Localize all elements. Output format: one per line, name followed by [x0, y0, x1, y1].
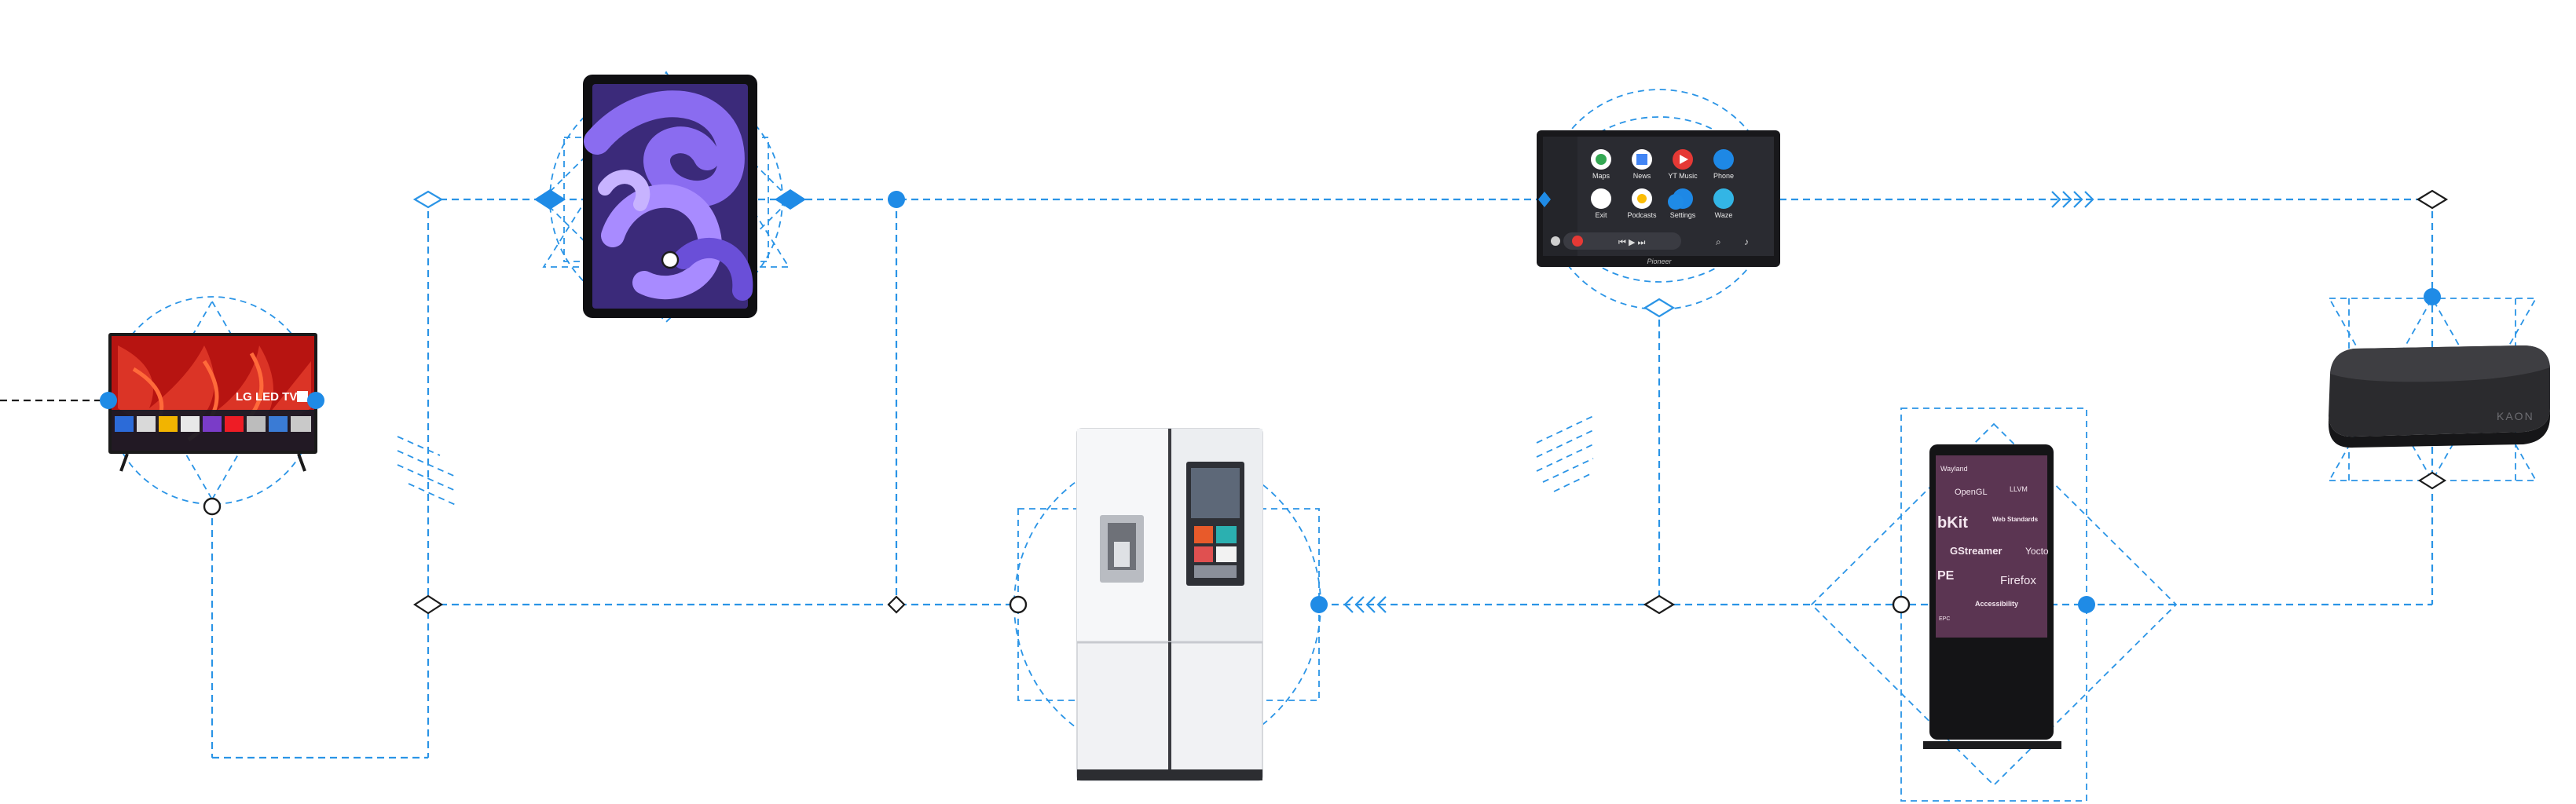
car-app-label-5: Podcasts: [1627, 211, 1657, 219]
kiosk-word-0: Wayland: [1940, 465, 1968, 473]
flow-arrows: [1343, 191, 2094, 613]
tv-device[interactable]: LG LED TV: [100, 296, 324, 516]
car-port-bottom[interactable]: [1643, 298, 1676, 318]
car-app-label-2: YT Music: [1668, 172, 1698, 180]
kiosk-screen: [1936, 455, 2047, 638]
car-control-bar: ⏮ ▶ ⏭ ⌕ ♪: [1551, 232, 1749, 250]
car-app-label-1: News: [1633, 172, 1651, 180]
junction-diamond-top-left[interactable]: [412, 190, 444, 209]
stb-port-bottom[interactable]: [2417, 471, 2447, 490]
kiosk-port-right[interactable]: [2078, 596, 2095, 613]
flow-arrows-left: [1343, 596, 1387, 613]
svg-text:♪: ♪: [1744, 236, 1749, 247]
car-app-grid: [1591, 149, 1734, 209]
tablet-port-right[interactable]: [775, 189, 806, 210]
kiosk-port-left[interactable]: [1892, 595, 1911, 614]
refrigerator-device[interactable]: [1009, 428, 1328, 781]
kiosk-device[interactable]: Wayland OpenGL LLVM bKit Web Standards G…: [1810, 407, 2178, 802]
kiosk-word-3: bKit: [1937, 514, 1968, 532]
car-port-left[interactable]: [1538, 192, 1551, 207]
car-brand: Pioneer: [1647, 258, 1672, 265]
fridge-port-right[interactable]: [1310, 596, 1328, 613]
kiosk-word-8: Firefox: [2000, 574, 2036, 587]
kiosk-word-9: Accessibility: [1975, 600, 2018, 608]
tablet-port-left[interactable]: [534, 189, 566, 210]
kiosk-word-1: OpenGL: [1955, 488, 1988, 497]
kiosk-word-4: Web Standards: [1992, 516, 2039, 523]
junction-diamond-bottom-right[interactable]: [1643, 594, 1676, 615]
tv-port-bottom[interactable]: [203, 497, 222, 516]
svg-text:⏮ ▶ ⏭: ⏮ ▶ ⏭: [1618, 238, 1645, 247]
kiosk-word-10: EPC: [1939, 616, 1950, 622]
tv-port-right[interactable]: [307, 392, 324, 409]
set-top-box-device[interactable]: KAON: [2328, 288, 2550, 482]
kiosk-word-7: PE: [1937, 569, 1955, 583]
car-port-center[interactable]: [1668, 194, 1684, 210]
flow-arrows-right: [2051, 191, 2094, 208]
tablet-port-bottom[interactable]: [661, 250, 680, 269]
car-app-label-6: Settings: [1670, 211, 1696, 219]
junctions: [412, 189, 2449, 615]
line-break-marks: [397, 415, 1594, 506]
junction-diamond-bottom-mid[interactable]: [887, 595, 906, 614]
tv-leg-left: [119, 453, 129, 472]
kiosk-word-6: Yocto: [2025, 546, 2049, 557]
stb-port-top[interactable]: [2424, 288, 2441, 305]
tv-port-left[interactable]: [100, 392, 117, 409]
car-app-label-4: Exit: [1595, 211, 1607, 219]
tablet-wallpaper: [584, 90, 753, 301]
car-app-label-0: Maps: [1592, 172, 1610, 180]
fridge-port-left[interactable]: [1009, 595, 1028, 614]
tv-brand-text: LG LED TV: [236, 390, 297, 404]
kiosk-word-5: GStreamer: [1950, 545, 2002, 557]
tv-leg-right: [297, 453, 306, 472]
tv-app-row: [115, 416, 311, 432]
kiosk-base: [1923, 741, 2061, 749]
kiosk-word-2: LLVM: [2010, 485, 2028, 493]
svg-text:⌕: ⌕: [1716, 236, 1721, 247]
junction-diamond-bottom-left[interactable]: [412, 594, 444, 615]
top-bus-node[interactable]: [888, 191, 905, 208]
car-display-device[interactable]: Maps News YT Music Phone Exit Podcasts S…: [1537, 89, 1780, 310]
junction-diamond-top-right[interactable]: [2416, 189, 2449, 210]
car-app-label-3: Phone: [1713, 172, 1734, 180]
tablet-device[interactable]: [540, 71, 792, 323]
car-app-label-7: Waze: [1715, 211, 1733, 219]
stb-brand: KAON: [2497, 410, 2534, 422]
